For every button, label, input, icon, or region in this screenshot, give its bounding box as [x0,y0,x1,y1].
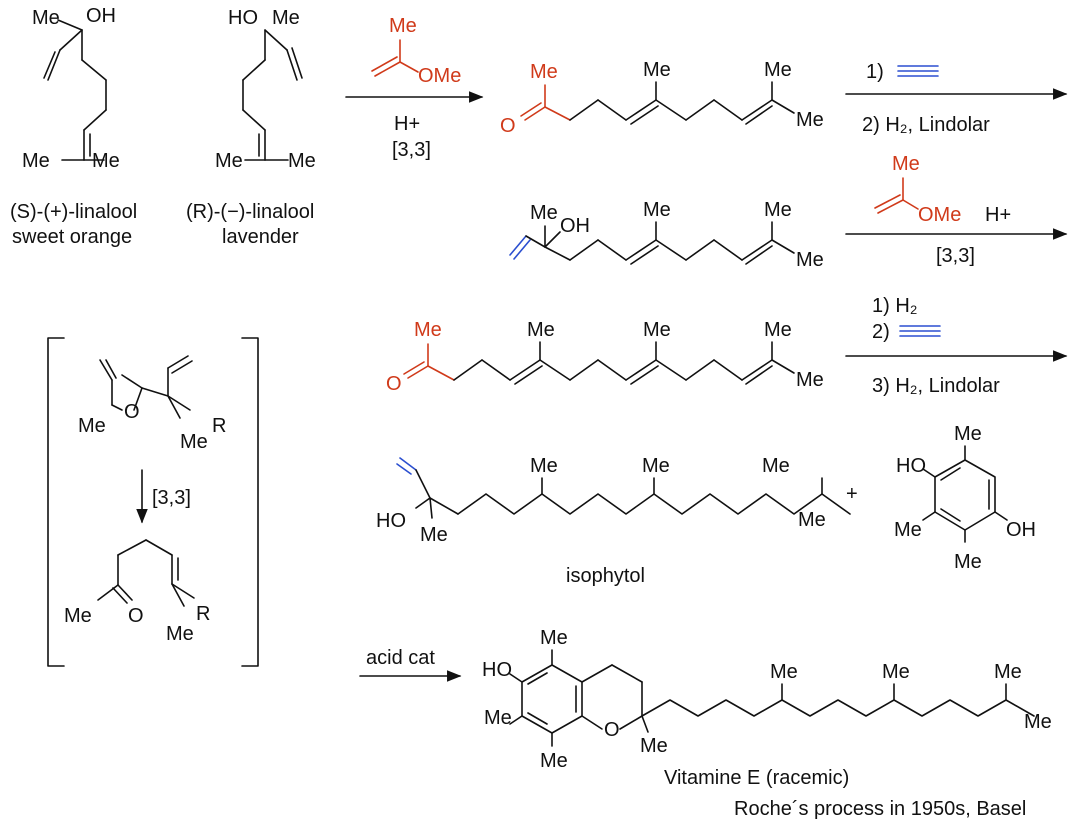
methyl-label: Me [389,15,417,37]
mechanism-bracket [47,337,259,667]
methyl-label: Me [894,519,922,541]
methyl-label: Me [770,661,798,683]
methyl-label: Me [796,249,824,271]
hydroxyl-label: HO [896,455,926,477]
trimethylhydroquinone-structure: Me HO Me OH Me [894,423,1036,573]
reagent-methoxypropene-1: Me OMe [371,15,461,87]
chroman-oxygen-label: O [604,719,620,741]
reagent-methoxypropene-2: Me OMe [874,153,961,226]
step5-conditions: acid cat [366,647,435,669]
methyl-label: Me [954,423,982,445]
methyl-label: Me [994,661,1022,683]
methoxy-label: OMe [418,65,461,87]
hydroxyl-label: OH [86,5,116,27]
methyl-label: Me [796,109,824,131]
hydroxyl-label: OH [1006,519,1036,541]
methyl-label: Me [530,455,558,477]
methyl-label: Me [892,153,920,175]
linalool-s-structure: Me OH Me Me [22,5,120,172]
methyl-label: Me [540,627,568,649]
step4-conditions: 3) H₂, Lindolar [872,375,1000,397]
hydroxyl-label: HO [228,7,258,29]
methoxy-label: OMe [918,204,961,226]
methyl-label: Me [762,455,790,477]
ketone-oxygen-label: O [386,373,402,395]
methyl-label: Me [272,7,300,29]
isophytol-name: isophytol [566,565,645,587]
triple-bond-icon [899,325,941,337]
methyl-label: Me [764,319,792,341]
hydroxyl-label: HO [376,510,406,532]
methyl-label: Me [414,319,442,341]
methyl-label: Me [540,750,568,772]
methyl-label: Me [643,199,671,221]
r-group-label: R [212,415,226,437]
ketone-oxygen-label: O [128,605,144,627]
methyl-label: Me [642,455,670,477]
linalool-r-structure: HO Me Me Me [215,7,316,172]
methyl-label: Me [530,202,558,224]
methyl-label: Me [92,150,120,172]
step2-conditions: 2) H₂, Lindolar [862,114,990,136]
farnesylacetone-structure: Me O Me Me Me Me [386,319,824,395]
methyl-label: Me [798,509,826,531]
methyl-label: Me [643,319,671,341]
step4-line1: 1) H₂ [872,295,918,317]
ketone-oxygen-label: O [500,115,516,137]
methyl-label: Me [530,61,558,83]
vitamin-e-name: Vitamine E (racemic) [664,767,849,789]
step1-reagent: H+ [394,113,420,135]
gamma-delta-unsaturated-ketone-structure: Me O Me R [64,539,210,645]
geranylacetone-structure: Me O Me Me Me [500,59,824,137]
linalool-r-source: lavender [222,226,299,248]
step4-line2: 2) [872,321,890,343]
methyl-label: Me [796,369,824,391]
vitamin-e-structure: Me HO Me Me O Me Me Me Me Me [482,627,1052,772]
methyl-label: Me [64,605,92,627]
methyl-label: Me [640,735,668,757]
methyl-label: Me [764,59,792,81]
nerolidol-structure: Me OH Me Me Me [509,199,824,271]
footer-caption: Roche´s process in 1950s, Basel [734,798,1026,820]
linalool-r-name: (R)-(−)-linalool [186,201,314,223]
ether-oxygen-label: O [124,401,140,423]
methyl-label: Me [882,661,910,683]
plus-sign: + [846,483,858,505]
triple-bond-icon [897,65,939,77]
methyl-label: Me [954,551,982,573]
hydroxyl-label: HO [482,659,512,681]
methyl-label: Me [484,707,512,729]
methyl-label: Me [180,431,208,453]
allyl-vinyl-ether-structure: Me O Me R [78,355,226,453]
isophytol-structure: Me Me Me Me HO Me [376,455,851,546]
methyl-label: Me [643,59,671,81]
step1-conditions: [3,3] [392,139,431,161]
step3-conditions: [3,3] [936,245,975,267]
methyl-label: Me [288,150,316,172]
methyl-label: Me [527,319,555,341]
linalool-s-source: sweet orange [12,226,132,248]
hydroxyl-label: OH [560,215,590,237]
step3-reagent: H+ [985,204,1011,226]
methyl-label: Me [1024,711,1052,733]
linalool-s-name: (S)-(+)-linalool [10,201,137,223]
methyl-label: Me [215,150,243,172]
r-group-label: R [196,603,210,625]
methyl-label: Me [420,524,448,546]
methyl-label: Me [32,7,60,29]
mechanism-arrow-label: [3,3] [152,487,191,509]
methyl-label: Me [764,199,792,221]
methyl-label: Me [166,623,194,645]
methyl-label: Me [22,150,50,172]
step2-number: 1) [866,61,884,83]
methyl-label: Me [78,415,106,437]
